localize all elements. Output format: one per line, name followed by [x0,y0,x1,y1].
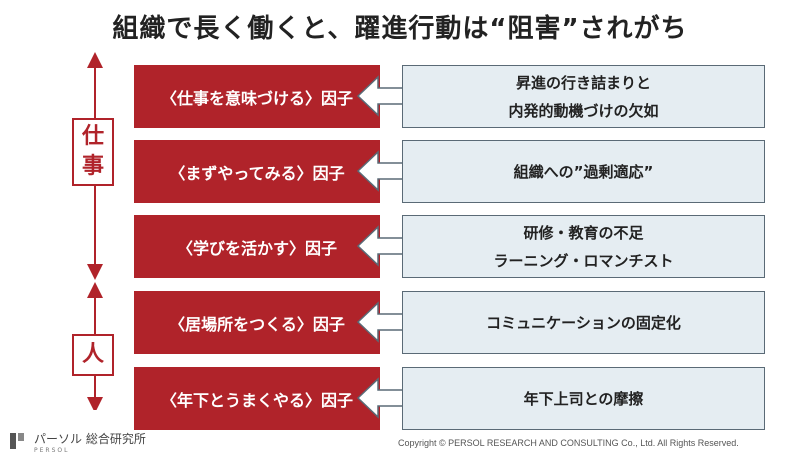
result-line-1-2: 内発的動機づけの欠如 [508,101,659,120]
factor-label-1: 〈仕事を意味づける〉因子 [160,88,353,108]
side-label-work: 仕 事 [72,118,114,186]
result-box-3: 研修・教育の不足 ラーニング・ロマンチスト [402,215,765,278]
factor-box-1: 〈仕事を意味づける〉因子 [134,65,380,128]
result-box-4: コミュニケーションの固定化 [402,291,765,354]
side-label-people-char: 人 [81,342,104,367]
persol-logo-icon [10,433,24,449]
result-line-2-1: 組織への”過剰適応” [513,162,654,181]
factor-box-2: 〈まずやってみる〉因子 [134,140,380,203]
result-line-1-1: 昇進の行き詰まりと [515,73,651,92]
side-label-work-char2: 事 [81,154,104,179]
result-box-5: 年下上司との摩擦 [402,367,765,430]
logo-text: パーソル 総合研究所 [34,432,146,446]
factor-label-5: 〈年下とうまくやる〉因子 [160,390,353,410]
factor-label-3: 〈学びを活かす〉因子 [176,238,337,258]
factor-box-4: 〈居場所をつくる〉因子 [134,291,380,354]
factor-label-2: 〈まずやってみる〉因子 [169,163,345,183]
page-title: 組織で長く働くと、躍進行動は“阻害”されがち [112,14,688,44]
result-line-5-1: 年下上司との摩擦 [523,389,644,408]
result-line-3-2: ラーニング・ロマンチスト [493,251,674,270]
factor-box-5: 〈年下とうまくやる〉因子 [134,367,380,430]
factor-label-4: 〈居場所をつくる〉因子 [169,314,345,334]
side-label-work-char1: 仕 [81,124,104,149]
footer-logo: パーソル 総合研究所 PERSOL [8,430,146,454]
result-line-4-1: コミュニケーションの固定化 [486,313,681,332]
copyright-text: Copyright © PERSOL RESEARCH AND CONSULTI… [398,438,739,448]
logo-small-text: PERSOL [34,447,70,454]
factor-box-3: 〈学びを活かす〉因子 [134,215,380,278]
result-box-2: 組織への”過剰適応” [402,140,765,203]
result-box-1: 昇進の行き詰まりと 内発的動機づけの欠如 [402,65,765,128]
result-line-3-1: 研修・教育の不足 [523,223,644,242]
side-label-people: 人 [72,334,114,376]
